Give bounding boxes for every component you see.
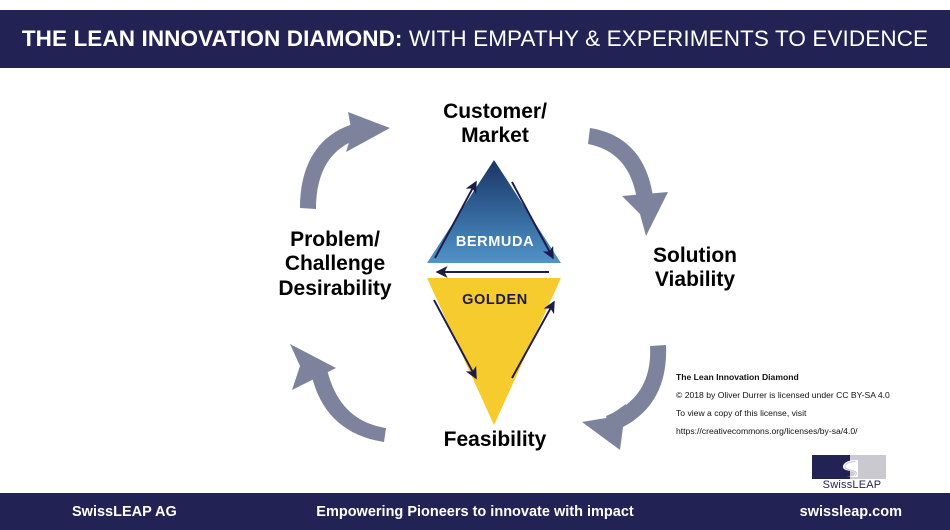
- page-title: THE LEAN INNOVATION DIAMOND: WITH EMPATH…: [22, 26, 928, 52]
- footer-company: SwissLEAP AG: [72, 503, 177, 520]
- curved-arrow-bottom-to-left: [290, 344, 386, 442]
- golden-triangle: [427, 278, 561, 425]
- node-label-feasibility: Feasibility: [443, 428, 547, 451]
- node-label-solution-viability: Solution Viability: [653, 244, 737, 292]
- license-copyright: © 2018 by Oliver Durrer is licensed unde…: [676, 390, 890, 401]
- logo-text: SwissLEAP: [822, 479, 882, 491]
- bermuda-caption: BERMUDA: [455, 234, 535, 250]
- footer-website[interactable]: swissleap.com: [799, 503, 902, 520]
- page-title-rest: WITH EMPATHY & EXPERIMENTS TO EVIDENCE: [402, 26, 929, 51]
- footer-tagline: Empowering Pioneers to innovate with imp…: [316, 503, 634, 520]
- license-title: The Lean Innovation Diamond: [676, 372, 799, 382]
- license-notice: The Lean Innovation Diamond © 2018 by Ol…: [676, 368, 926, 440]
- swissleap-logo: SwissLEAP: [812, 455, 898, 495]
- license-url: https://creativecommons.org/licenses/by-…: [676, 426, 858, 437]
- node-label-customer-market: Customer/ Market: [443, 100, 547, 148]
- logo-s-swoosh-icon: [843, 460, 858, 477]
- bermuda-triangle: [427, 160, 561, 263]
- curved-arrow-left-to-top: [300, 112, 390, 209]
- inner-arrow-up-right: [511, 300, 555, 379]
- footer-band: Empowering Pioneers to innovate with imp…: [0, 493, 950, 530]
- golden-caption: GOLDEN: [462, 292, 528, 308]
- inner-arrow-up-left: [434, 180, 477, 259]
- curved-arrow-right-to-bottom: [582, 345, 667, 450]
- header-band: THE LEAN INNOVATION DIAMOND: WITH EMPATH…: [0, 10, 950, 68]
- node-label-problem-challenge: Problem/ Challenge Desirability: [278, 228, 392, 300]
- inner-arrow-down-left: [433, 299, 477, 380]
- license-view-text: To view a copy of this license, visit: [676, 408, 807, 419]
- inner-arrow-down-right: [511, 181, 554, 260]
- page-title-strong: THE LEAN INNOVATION DIAMOND:: [21, 26, 403, 51]
- curved-arrow-top-to-right: [588, 128, 668, 236]
